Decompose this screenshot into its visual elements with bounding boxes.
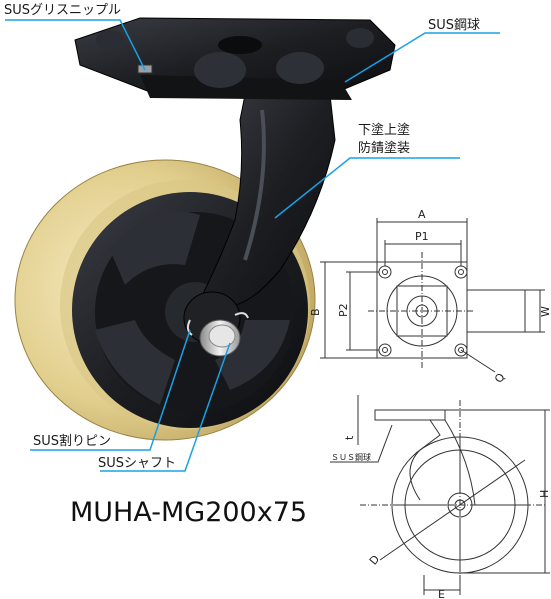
split-pin-label: SUS割りピン xyxy=(33,434,112,449)
ball-leader xyxy=(330,424,393,463)
dim-p2: P2 xyxy=(337,303,350,317)
dim-w: W xyxy=(539,306,551,317)
shaft xyxy=(199,319,241,357)
dim-p1: P1 xyxy=(415,230,429,243)
shaft-label: SUSシャフト xyxy=(98,456,177,471)
steel-ball-small-label: ＳＵＳ鋼球 xyxy=(331,452,371,462)
dim-b: B xyxy=(309,308,322,316)
dim-d: D xyxy=(367,553,382,568)
model-number: MUHA-MG200x75 xyxy=(70,497,308,528)
coating-label-2: 防錆塗装 xyxy=(358,141,411,156)
dim-h: H xyxy=(538,490,551,498)
steel-ball-label: SUS鋼球 xyxy=(428,18,481,33)
dim-a: A xyxy=(418,208,426,221)
dim-t: t xyxy=(343,435,356,440)
dim-e: E xyxy=(438,588,445,599)
coating-label-1: 下塗上塗 xyxy=(358,123,411,138)
split-pin xyxy=(186,312,249,336)
callout-lines xyxy=(5,19,500,472)
grease-nipple-label: SUSグリスニップル xyxy=(4,3,122,18)
top-view-drawing xyxy=(320,218,545,373)
dim-q: Q xyxy=(492,371,508,385)
top-plate xyxy=(74,17,396,100)
side-view-drawing xyxy=(357,395,550,595)
